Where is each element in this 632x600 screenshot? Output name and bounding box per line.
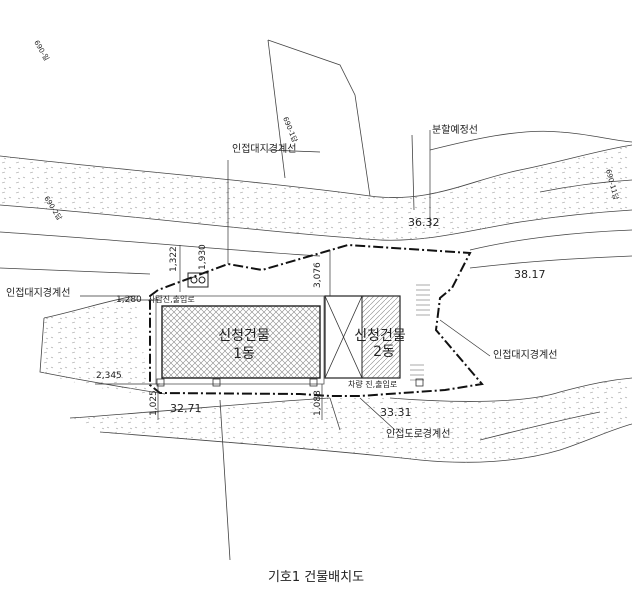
tank-symbol [187, 272, 209, 288]
dim-3817: 38.17 [514, 268, 546, 281]
marker-squares [156, 378, 424, 387]
building-1-sub: 1동 [233, 346, 255, 362]
building-1-title: 신청건물 [218, 328, 270, 344]
dim-1088: 1,088 [313, 390, 323, 416]
label-entrance-person: 사람진,출입로 [148, 294, 195, 304]
site-boundary [149, 243, 484, 397]
dim-3271: 32.71 [170, 402, 202, 415]
label-planned-division-line: 분할예정선 [432, 124, 478, 136]
lot-number-top-left: 690-일 [32, 39, 51, 63]
dim-1280: 1,280 [116, 295, 142, 305]
building-2-sub: 2동 [373, 344, 395, 360]
dim-3076: 3,076 [313, 262, 323, 288]
site-plan-drawing: 690-일 690-1답 690-2답 690-11답 인접대지경계선 인접대지… [0, 39, 632, 560]
label-entrance-vehicle: 차량 진,출입로 [348, 379, 397, 389]
dim-3632: 36.32 [408, 216, 440, 229]
dim-1930: 1,930 [198, 244, 208, 270]
dim-3331: 33.31 [380, 406, 412, 419]
adjacent-lot-lines [219, 39, 415, 560]
building-2-title: 신청건물 [354, 328, 406, 344]
figure-caption: 기호1 건물배치도 [267, 570, 365, 585]
dimension-lines [80, 130, 491, 431]
tank-circle-icon [190, 276, 198, 284]
label-adjacent-land-line-left: 인접대지경계선 [6, 286, 70, 299]
lot-number-upper-mid: 690-1답 [281, 115, 300, 144]
building-1-outline [155, 295, 325, 385]
stairs-right [410, 284, 430, 381]
slope-hatch-lower [70, 378, 632, 463]
dim-2345: 2,345 [96, 371, 122, 381]
label-adjacent-road-line: 인접도로경계선 [386, 427, 450, 440]
building-1 [161, 305, 321, 379]
dim-1322: 1,322 [169, 246, 179, 272]
building-2-cross [324, 295, 363, 379]
label-adjacent-land-line-right: 인접대지경계선 [493, 348, 557, 361]
tank-circle-icon [198, 276, 206, 284]
slope-hatch-left [40, 296, 150, 395]
dim-1025: 1,025 [149, 390, 159, 416]
building-2-hatched [361, 295, 401, 379]
label-adjacent-land-line-top: 인접대지경계선 [232, 142, 296, 155]
slope-hatch-upper [0, 145, 632, 241]
terrain-lines-right [429, 130, 632, 193]
